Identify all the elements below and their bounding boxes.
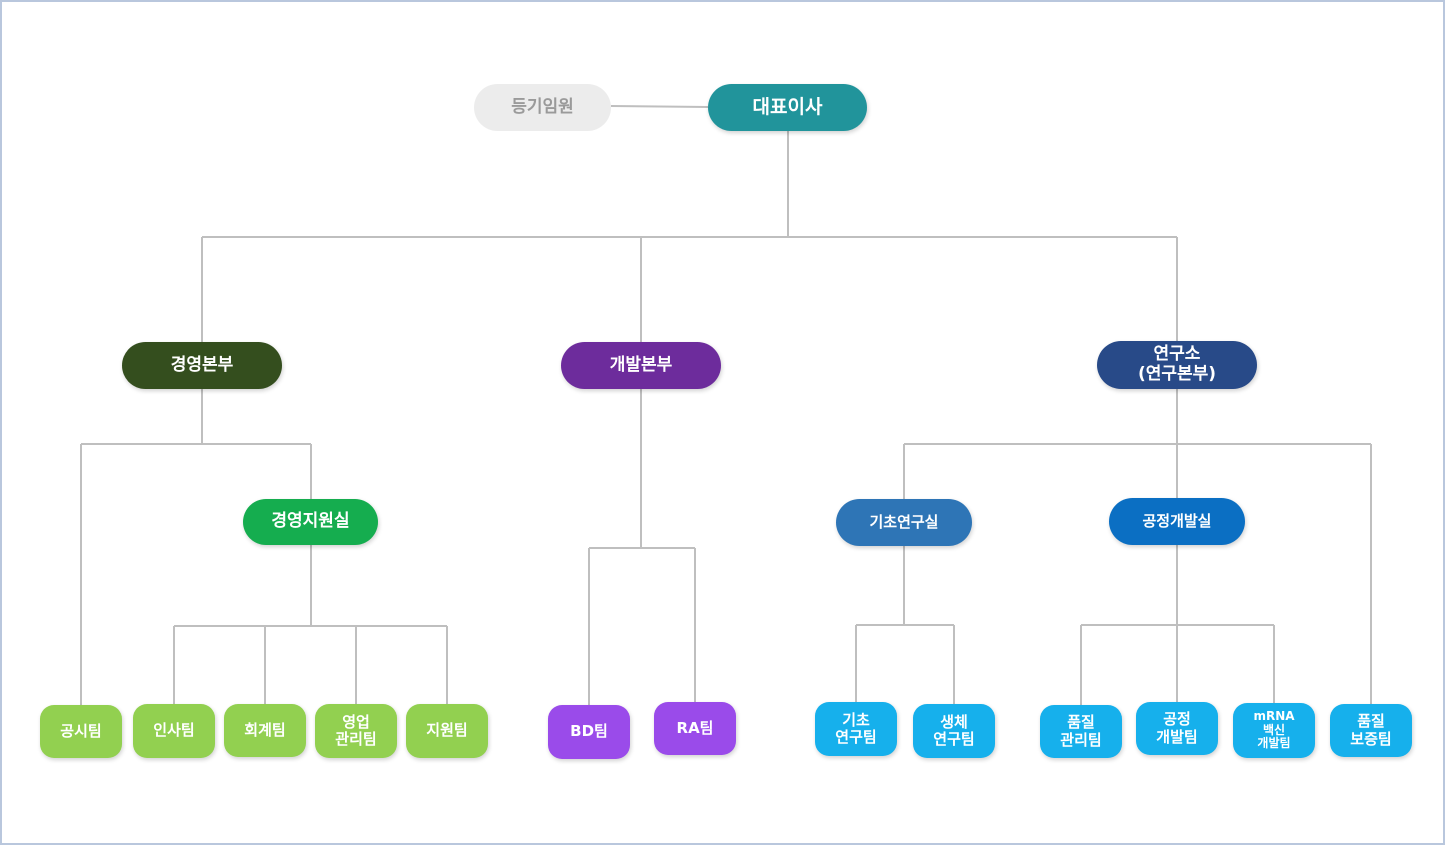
team-label: 공시팀 [60,721,102,740]
team-disclosure: 공시팀 [40,705,122,758]
node-label: 기초연구실 [869,512,939,531]
team-label: BD팀 [570,722,608,741]
team-basic-research: 기초 연구팀 [815,702,897,756]
node-label: 대표이사 [752,95,823,118]
node-process-dev-lab: 공정개발실 [1109,498,1245,545]
team-bd: BD팀 [548,705,630,759]
node-label: 경영지원실 [271,511,350,532]
node-label: 경영본부 [170,354,234,375]
team-process-development: 공정 개발팀 [1136,702,1218,755]
team-label: 품질 보증팀 [1350,712,1392,748]
team-label: mRNA 백신 개발팀 [1253,708,1295,751]
connector-officers-ceo [610,105,709,108]
node-label: 개발본부 [609,354,673,375]
node-management-hq: 경영본부 [122,342,282,389]
team-mrna-vaccine: mRNA 백신 개발팀 [1233,703,1315,758]
team-label: 회계팀 [244,720,286,739]
node-research-institute: 연구소 (연구본부) [1097,341,1257,389]
node-development-hq: 개발본부 [561,342,721,389]
team-support: 지원팀 [406,704,488,758]
team-hr: 인사팀 [133,704,215,758]
team-sales-management: 영업 관리팀 [315,704,397,758]
team-quality-management: 품질 관리팀 [1040,705,1122,758]
team-bio-research: 생체 연구팀 [913,704,995,758]
team-accounting: 회계팀 [224,704,306,757]
node-label: 공정개발실 [1142,511,1212,530]
node-management-support: 경영지원실 [243,499,378,545]
team-label: 생체 연구팀 [933,712,975,748]
team-label: 인사팀 [153,721,195,740]
team-ra: RA팀 [654,702,736,755]
node-basic-research-lab: 기초연구실 [836,499,972,546]
node-ceo: 대표이사 [708,84,867,131]
team-label: RA팀 [676,718,714,737]
team-label: 영업 관리팀 [335,712,377,748]
node-label: 등기임원 [511,96,574,117]
team-label: 품질 관리팀 [1060,713,1102,749]
team-quality-assurance: 품질 보증팀 [1330,704,1412,757]
node-registered-officers: 등기임원 [474,84,611,131]
team-label: 기초 연구팀 [835,710,877,746]
node-label: 연구소 (연구본부) [1137,344,1217,384]
team-label: 공정 개발팀 [1156,710,1198,746]
team-label: 지원팀 [426,721,468,740]
